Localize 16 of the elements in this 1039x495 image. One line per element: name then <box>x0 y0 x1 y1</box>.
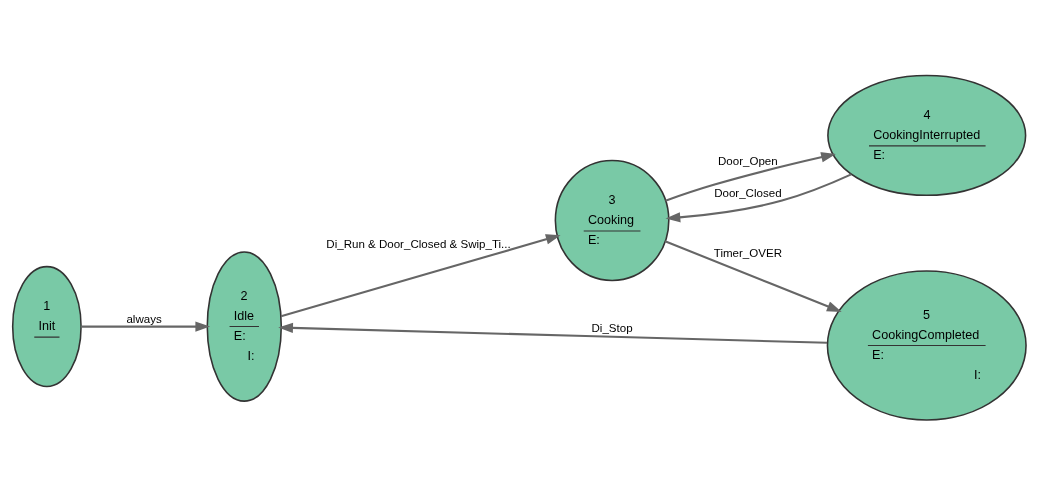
edge-label: Di_Run & Door_Closed & Swip_Ti... <box>326 237 511 250</box>
arrow <box>81 321 211 332</box>
node-circle: 3 Cooking E: <box>554 159 670 282</box>
arrow <box>278 322 828 344</box>
edge-label: Door_Closed <box>714 187 782 200</box>
arrow <box>280 234 561 318</box>
arrow <box>665 152 836 202</box>
edge-label: Di_Stop <box>591 321 633 334</box>
edge-label: always <box>126 313 162 326</box>
node-ellipse: 4 CookingInterrupted E: <box>827 74 1027 197</box>
arrow <box>664 240 842 312</box>
arrow <box>665 173 852 223</box>
node-ellipse: 2 Idle E: I: <box>206 251 283 402</box>
node-ellipse: 1 Init <box>11 265 82 388</box>
edge-label: Timer_OVER <box>713 247 782 260</box>
edge-label: Door_Open <box>718 154 778 167</box>
